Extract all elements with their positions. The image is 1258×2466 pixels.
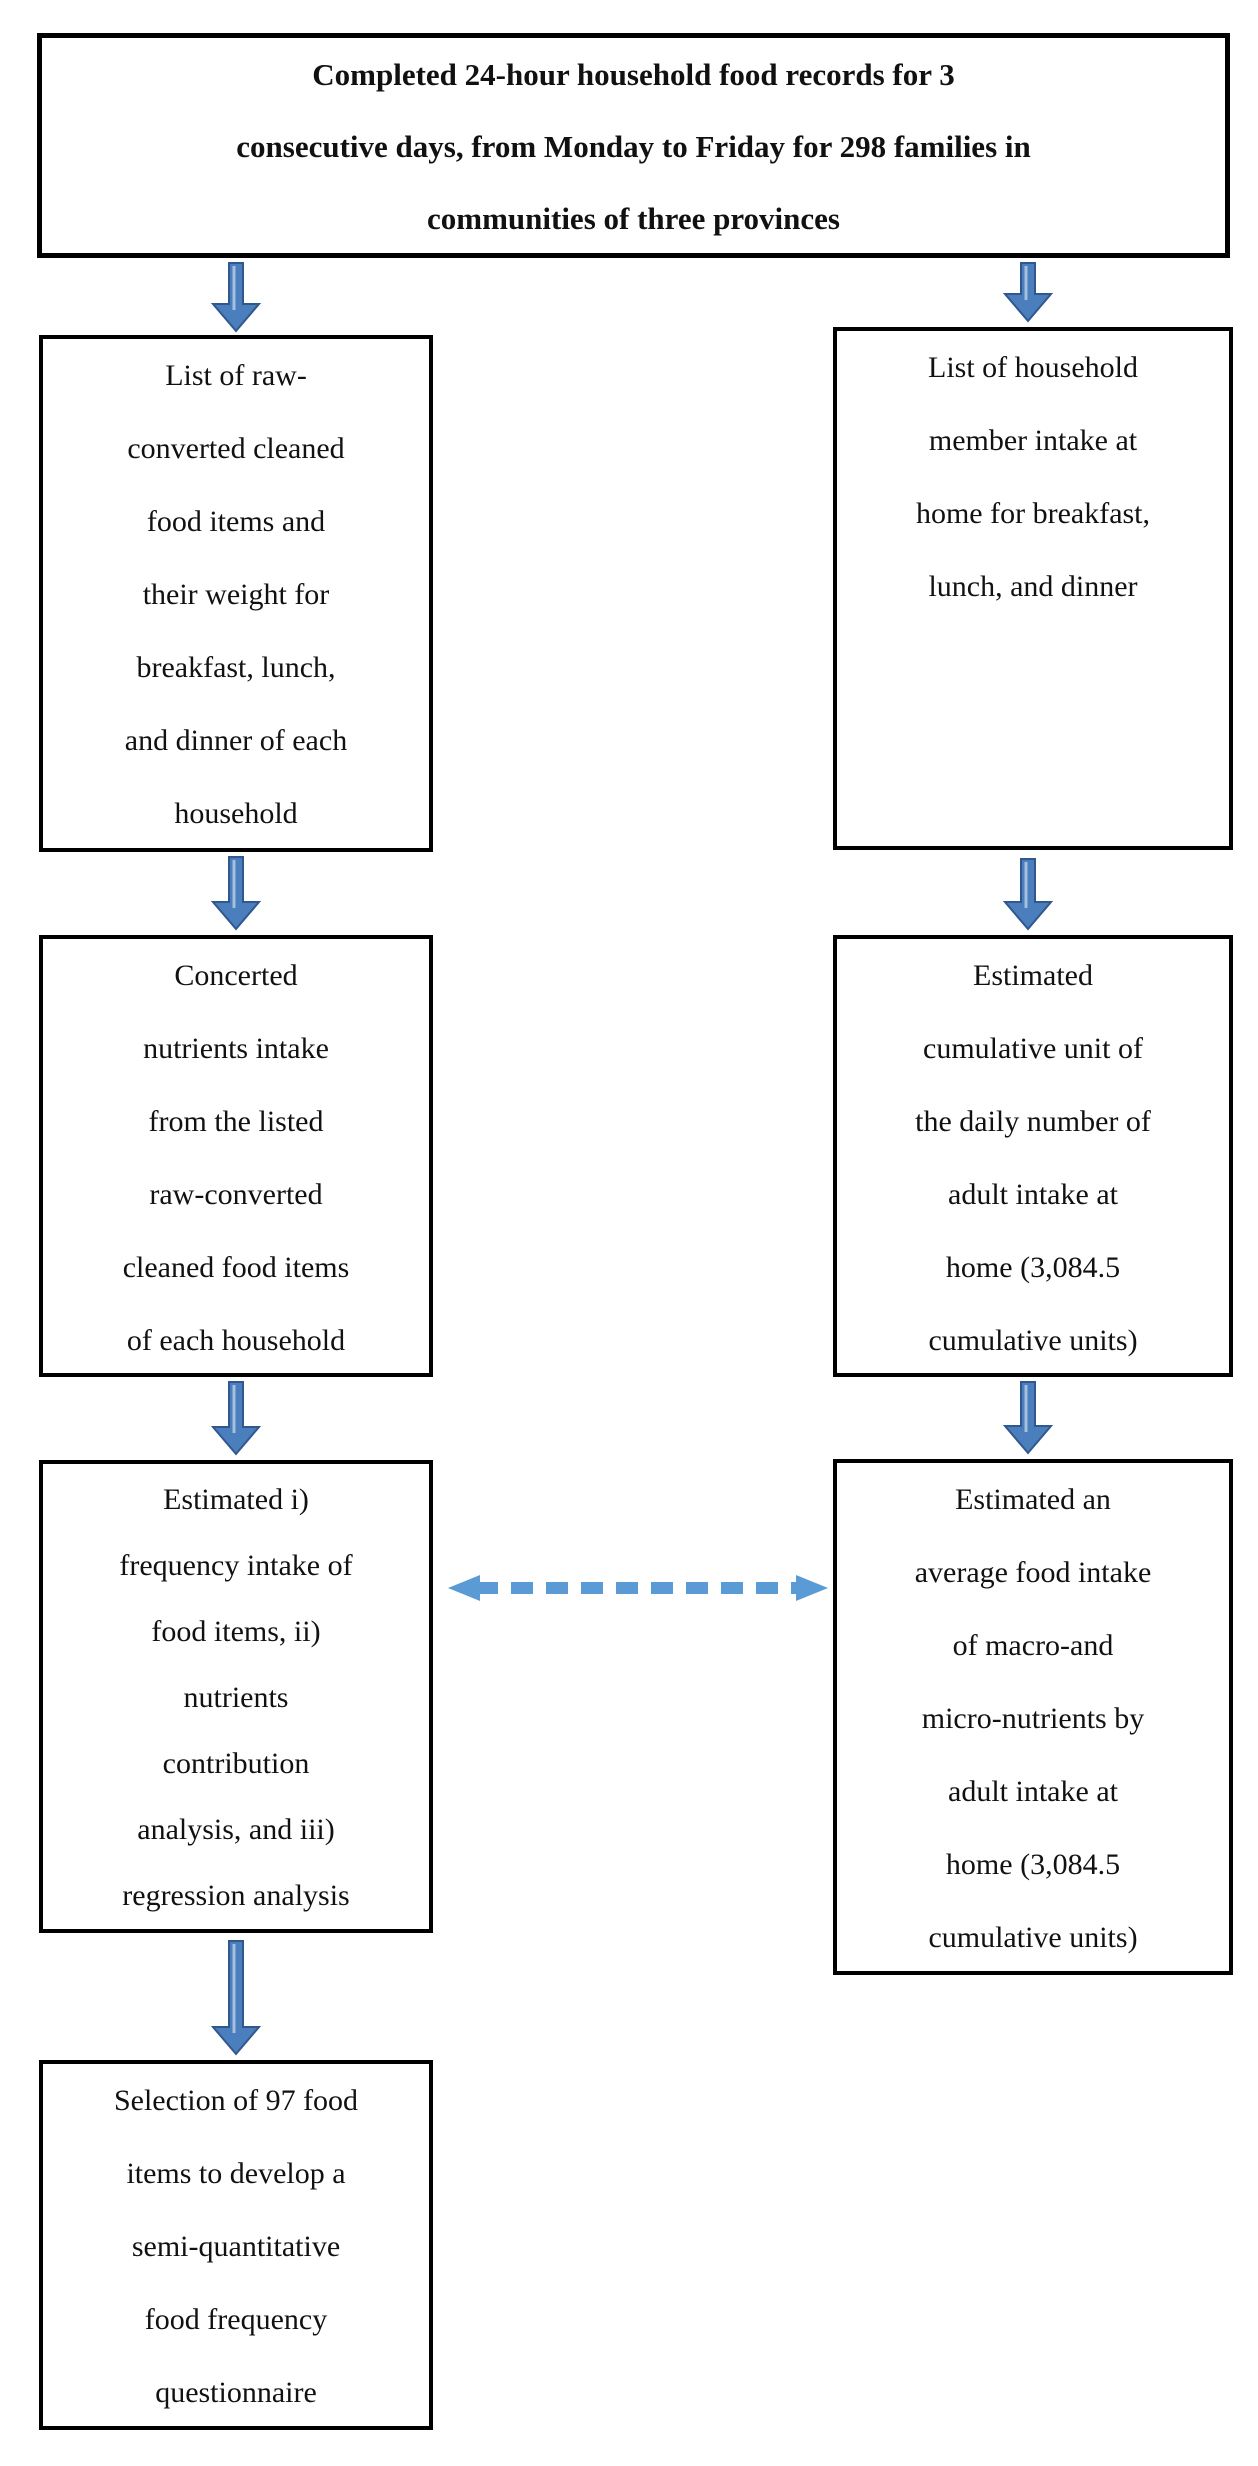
box-concerted-nutrients-intake: Concerted nutrients intake from the list… <box>39 935 433 1377</box>
box-concerted-nutrients-intake-text: Concerted nutrients intake from the list… <box>122 959 350 1357</box>
down-arrow <box>210 856 262 931</box>
down-arrow <box>1002 262 1054 323</box>
box-household-member-intake: List of household member intake at home … <box>833 327 1233 850</box>
title-text: Completed 24-hour household food records… <box>236 57 1031 236</box>
dashed-double-arrow <box>448 1575 828 1601</box>
title-box: Completed 24-hour household food records… <box>37 33 1230 258</box>
box-raw-converted-food-items: List of raw- converted cleaned food item… <box>39 335 433 852</box>
box-estimated-analyses-text: Estimated i) frequency intake of food it… <box>119 1483 353 1912</box>
down-arrow <box>210 1381 262 1456</box>
down-arrow <box>1002 1381 1054 1455</box>
box-average-food-intake: Estimated an average food intake of macr… <box>833 1459 1233 1975</box>
box-estimated-analyses: Estimated i) frequency intake of food it… <box>39 1460 433 1933</box>
box-cumulative-unit-text: Estimated cumulative unit of the daily n… <box>915 959 1151 1357</box>
box-average-food-intake-text: Estimated an average food intake of macr… <box>914 1483 1152 1954</box>
down-arrow <box>1002 858 1054 931</box>
box-raw-converted-food-items-text: List of raw- converted cleaned food item… <box>124 359 348 830</box>
down-arrow <box>210 262 262 333</box>
box-cumulative-unit: Estimated cumulative unit of the daily n… <box>833 935 1233 1377</box>
box-food-item-selection: Selection of 97 food items to develop a … <box>39 2060 433 2430</box>
box-food-item-selection-text: Selection of 97 food items to develop a … <box>113 2084 359 2409</box>
box-household-member-intake-text: List of household member intake at home … <box>915 351 1151 603</box>
down-arrow <box>210 1940 262 2056</box>
